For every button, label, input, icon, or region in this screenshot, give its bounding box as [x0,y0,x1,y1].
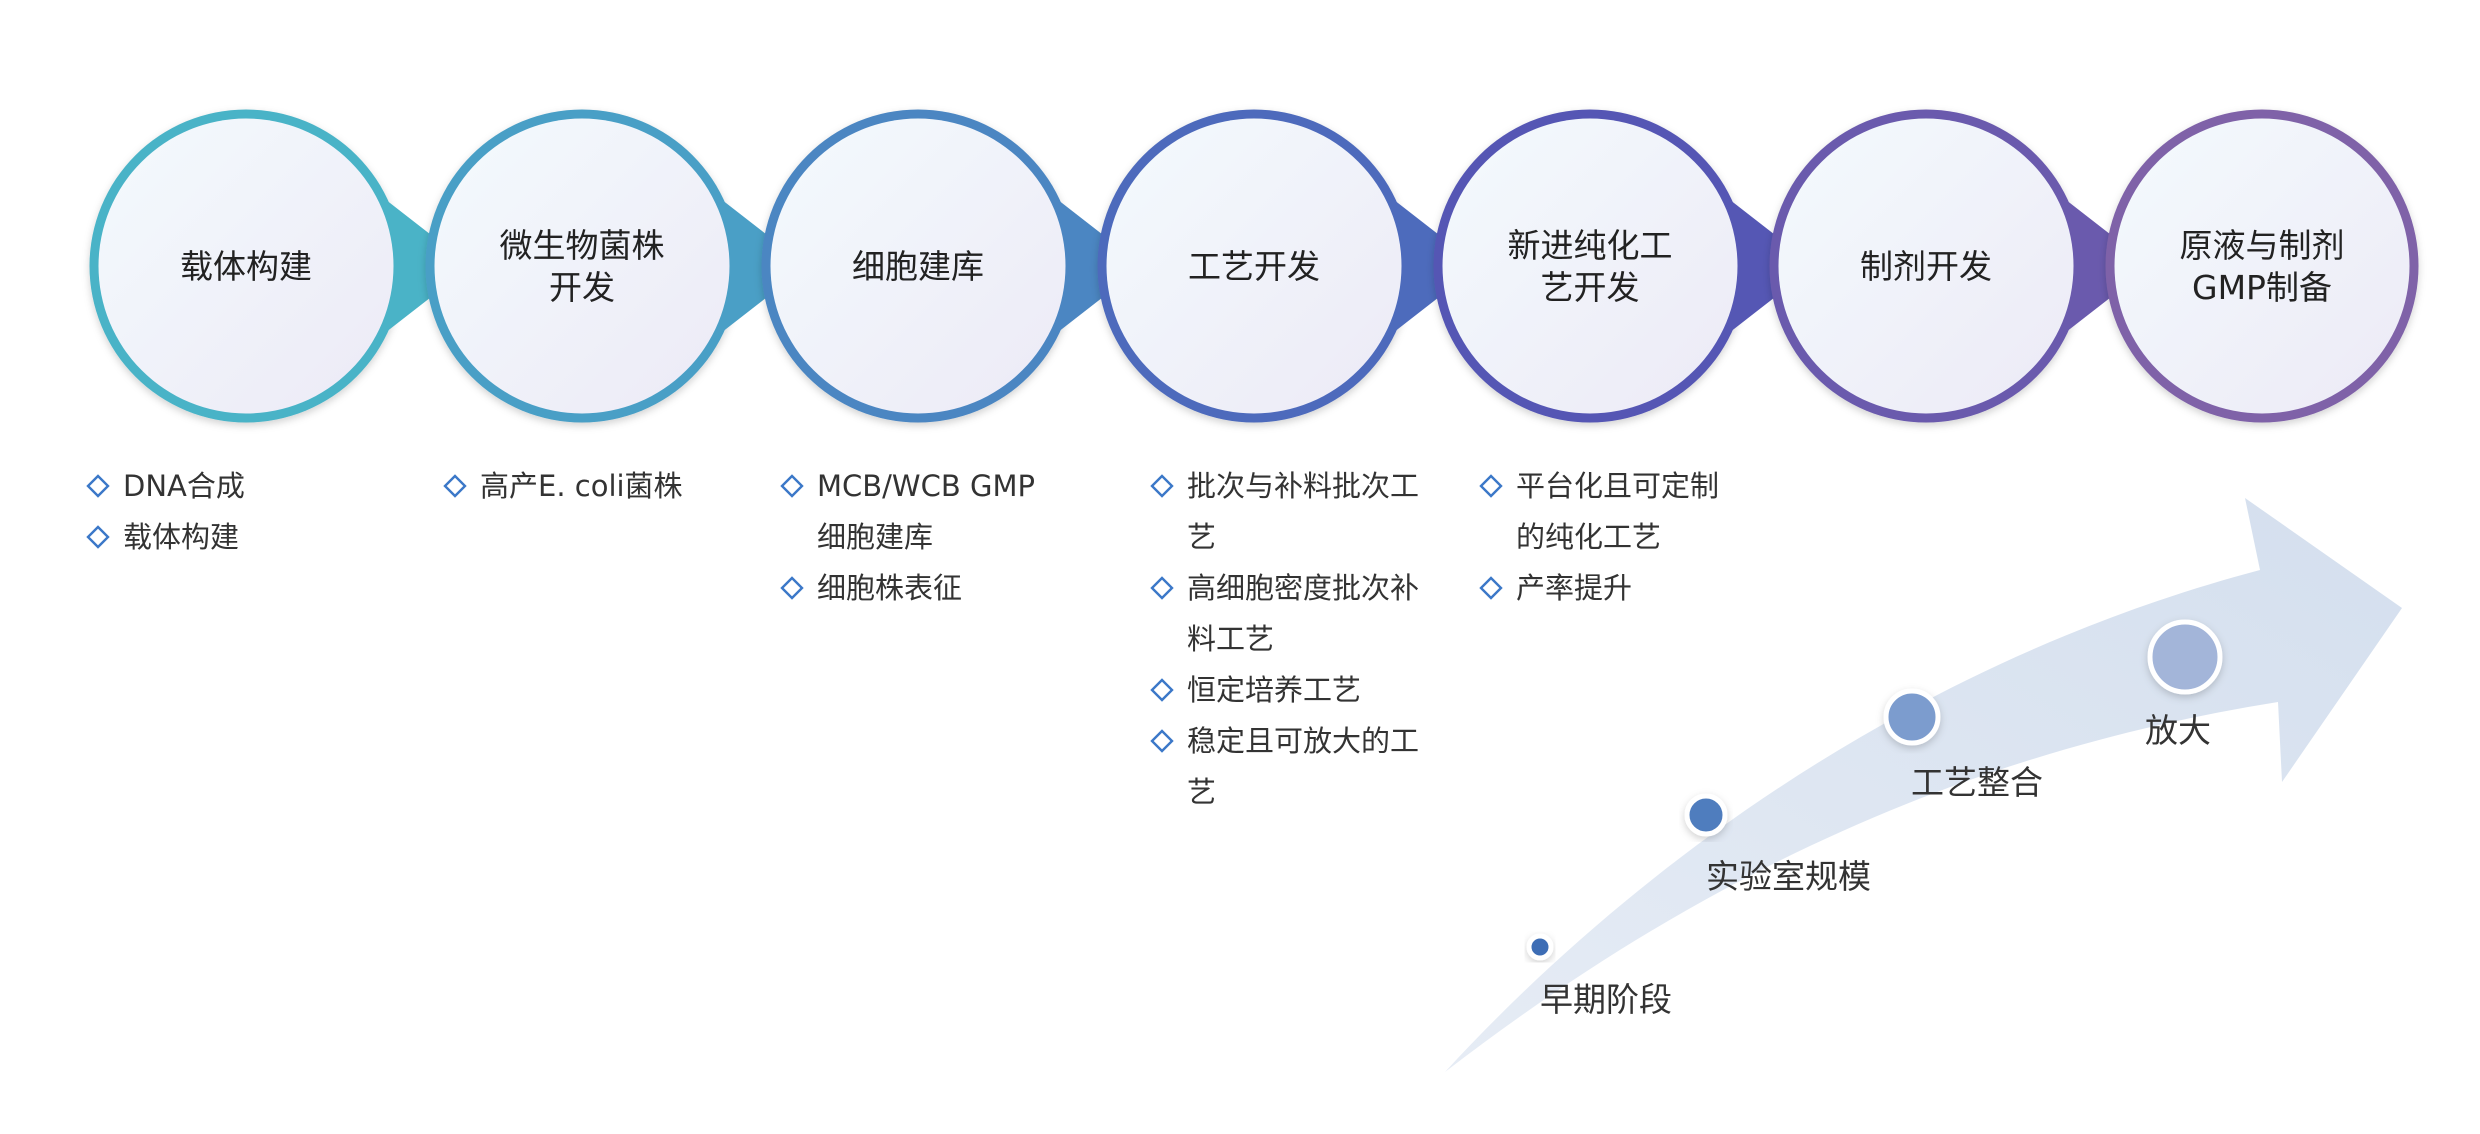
stage-node: 工艺开发 [1106,118,1402,414]
bullet-item: 高产E. coli菌株 [443,469,683,503]
bullet-item: 产率提升 [1479,571,1632,605]
stage-circle [1106,118,1402,414]
bullet-text: DNA合成 [123,469,245,503]
diamond-bullet-icon [1479,474,1503,498]
stage-node: 载体构建 [98,118,394,414]
bullet-item: 载体构建 [86,520,239,554]
bullet-text: 的纯化工艺 [1516,520,1661,554]
scale-level-dot [2147,619,2223,695]
stage-node: 制剂开发 [1778,118,2074,414]
scale-level: 工艺整合 [1883,688,2043,802]
bullet-text: 恒定培养工艺 [1187,673,1361,707]
stage-label: 工艺开发 [1188,247,1320,286]
bullet-text: 载体构建 [123,520,239,554]
diamond-bullet-icon [1479,576,1503,600]
stage-label: 开发 [549,268,615,307]
stage-node: 细胞建库 [770,118,1066,414]
diamond-bullet-icon [1150,474,1174,498]
bullet-text: 产率提升 [1516,571,1632,605]
diamond-bullet-icon [443,474,467,498]
bullet-item: 细胞株表征 [780,571,962,605]
bullet-item: MCB/WCB GMP 细胞建库 [780,469,1035,554]
bullet-text: 艺 [1187,520,1216,554]
bullet-text: 稳定且可放大的工 [1187,724,1419,758]
scale-level-label: 实验室规模 [1706,857,1871,896]
bullet-text: 料工艺 [1187,622,1274,656]
stage-label: GMP制备 [2192,268,2332,307]
scale-level-label: 工艺整合 [1911,763,2043,802]
stage-label: 艺开发 [1541,268,1640,307]
diamond-bullet-icon [780,474,804,498]
diamond-bullet-icon [780,576,804,600]
stage-circle [1778,118,2074,414]
scale-level: 实验室规模 [1684,793,1871,896]
bullet-text: 批次与补料批次工 [1187,469,1419,503]
stage-circle [434,118,730,414]
diamond-bullet-icon [1150,678,1174,702]
stage-label: 微生物菌株 [500,226,665,265]
bullet-text: 高细胞密度批次补 [1187,571,1419,605]
stage-circle [1442,118,1738,414]
stage-label: 载体构建 [180,247,312,286]
bullet-text: MCB/WCB GMP [817,469,1035,503]
scale-level-label: 早期阶段 [1540,980,1672,1019]
bullet-item: 恒定培养工艺 [1150,673,1361,707]
scale-level-dot [1883,688,1941,746]
diamond-bullet-icon [86,525,110,549]
stage-circle [2114,118,2410,414]
stage-circle [98,118,394,414]
bullet-text: 平台化且可定制 [1516,469,1719,503]
bullet-text: 细胞株表征 [817,571,962,605]
diamond-bullet-icon [86,474,110,498]
diamond-bullet-icon [1150,729,1174,753]
scale-level: 早期阶段 [1526,933,1672,1019]
scale-level-label: 放大 [2145,711,2211,750]
stage-label: 原液与制剂 [2180,226,2345,265]
scale-levels-layer: 早期阶段 实验室规模 工艺整合 放大 [1526,619,2223,1019]
bullet-text: 艺 [1187,775,1216,809]
scale-level: 放大 [2145,619,2223,750]
stage-label: 细胞建库 [852,247,984,286]
scale-level-dot [1684,793,1728,837]
stage-label: 制剂开发 [1860,247,1992,286]
bullet-text: 细胞建库 [817,520,933,554]
bullet-text: 高产E. coli菌株 [480,469,683,503]
bullet-item: DNA合成 [86,469,245,503]
stage-circle [770,118,1066,414]
scale-level-dot [1526,933,1554,961]
stage-label: 新进纯化工 [1508,226,1673,265]
diamond-bullet-icon [1150,576,1174,600]
